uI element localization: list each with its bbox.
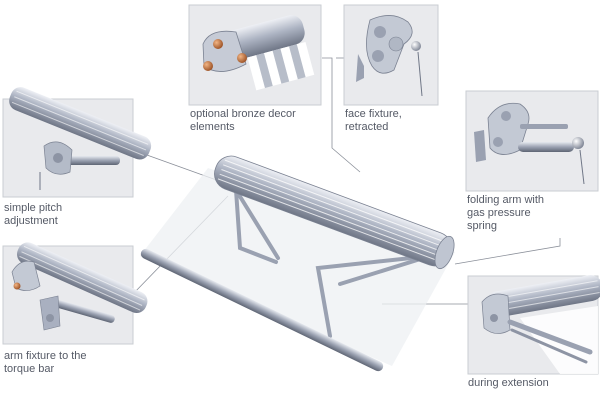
front-torque-bar [140, 248, 384, 372]
caption-bronze-decor: optional bronze decor elements [190, 108, 296, 133]
bronze-cap-icon [13, 282, 21, 290]
bronze-cap-icon [237, 53, 247, 63]
bronze-cap-icon [213, 39, 223, 49]
folding-arm-rear [234, 188, 280, 264]
leader-bronze [322, 57, 361, 173]
awning-fabric [140, 168, 455, 366]
knob-icon [572, 137, 584, 149]
knob-icon [411, 41, 421, 51]
caption-face-fixture: face fixture, retracted [345, 108, 402, 133]
panel-torque-bar [2, 242, 148, 345]
caption-torque-bar: arm fixture to the torque bar [4, 350, 87, 375]
panel-pitch-adjustment [2, 87, 152, 198]
caption-extension: during extension [468, 377, 549, 389]
panel-face-fixture [343, 4, 439, 106]
caption-folding-arm: folding arm with gas pressure spring [467, 194, 545, 232]
main-awning [140, 155, 455, 372]
panel-bronze-decor [188, 4, 322, 106]
leader-folding-arm [454, 238, 561, 265]
panel-folding-arm [465, 90, 599, 192]
cassette-cylinder [214, 155, 455, 270]
bronze-cap-icon [203, 61, 213, 71]
caption-pitch: simple pitch adjustment [4, 202, 63, 227]
panel-extension [467, 275, 600, 375]
folding-arm-front [315, 254, 432, 338]
